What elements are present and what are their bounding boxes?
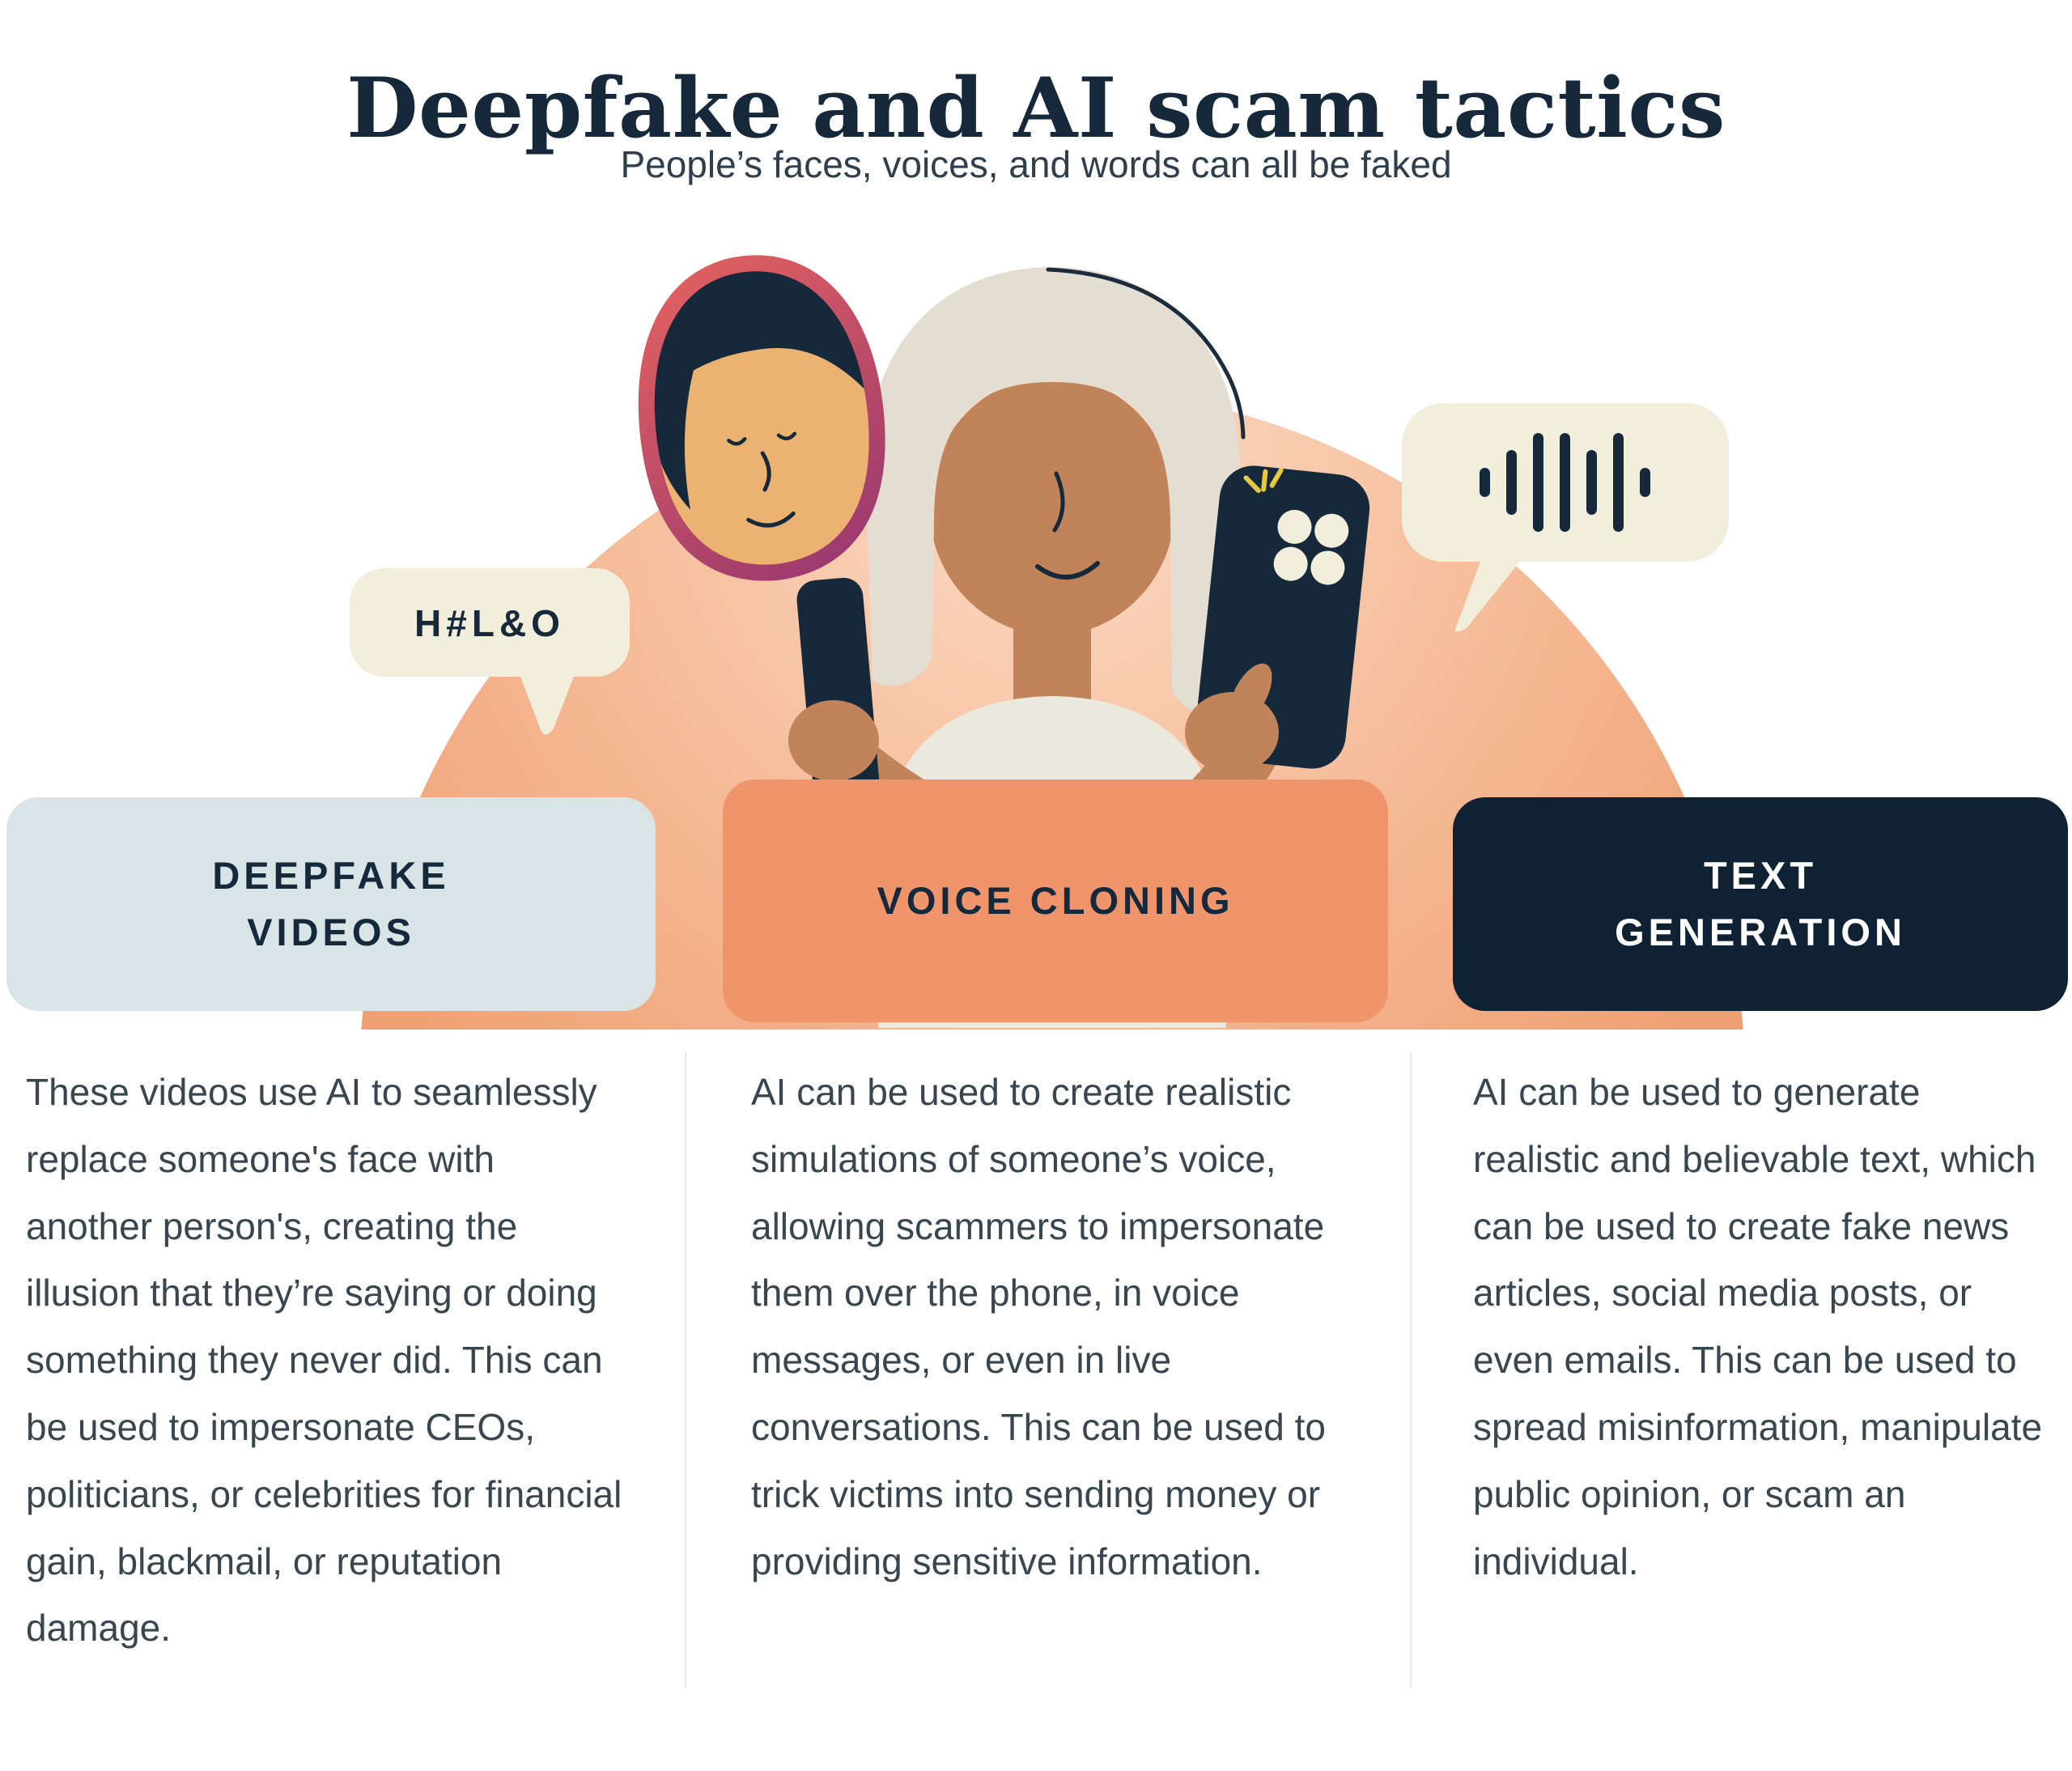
- speech-bubble-left-text: H#L&O: [414, 602, 565, 644]
- mask-nose: [760, 451, 771, 492]
- card-voice-cloning: VOICE CLONING: [723, 779, 1388, 1022]
- mask-ring: [638, 255, 885, 581]
- speech-bubble-right: [1402, 403, 1729, 632]
- column-divider: [685, 1052, 686, 1688]
- sparkle-icon: [1243, 467, 1284, 494]
- mask-stick-group: [638, 255, 885, 822]
- mask-hair: [648, 264, 873, 417]
- woman-smile: [1035, 561, 1100, 580]
- speech-bubble-left: H#L&O: [350, 568, 630, 735]
- woman-face: [929, 376, 1175, 635]
- card-title-line: VIDEOS: [247, 911, 415, 953]
- page-title: Deepfake and AI scam tactics: [346, 60, 1726, 158]
- woman-left-hand: [788, 700, 879, 781]
- card-text-generation: TEXT GENERATION: [1453, 797, 2068, 1011]
- woman-nose: [1052, 471, 1065, 533]
- column-divider: [1410, 1052, 1412, 1688]
- hair-strand: [1046, 267, 1246, 440]
- mask-eye-left: [727, 436, 747, 446]
- card-deepfake-videos: DEEPFAKE VIDEOS: [6, 797, 656, 1011]
- woman-thumb: [1229, 663, 1272, 726]
- page-subtitle: People’s faces, voices, and words can al…: [620, 143, 1452, 185]
- body-text-generation: AI can be used to generate realistic and…: [1473, 1071, 2043, 1582]
- mask-sideburn: [650, 360, 696, 510]
- card-title-line: VOICE CLONING: [877, 878, 1234, 922]
- body-deepfake-videos: These videos use AI to seamlessly replac…: [26, 1071, 622, 1650]
- voice-waveform-icon: [1480, 433, 1650, 532]
- body-voice-cloning: AI can be used to create realistic simul…: [751, 1071, 1327, 1582]
- mask-smile: [746, 511, 796, 528]
- card-title-line: DEEPFAKE: [212, 853, 450, 897]
- woman-hair: [865, 267, 1245, 715]
- card-title-line: GENERATION: [1615, 911, 1906, 953]
- phone-camera: [1273, 509, 1349, 585]
- mask-eye-right: [776, 431, 797, 440]
- card-title-line: TEXT: [1703, 853, 1818, 897]
- deepfake-face-mask: [638, 255, 885, 581]
